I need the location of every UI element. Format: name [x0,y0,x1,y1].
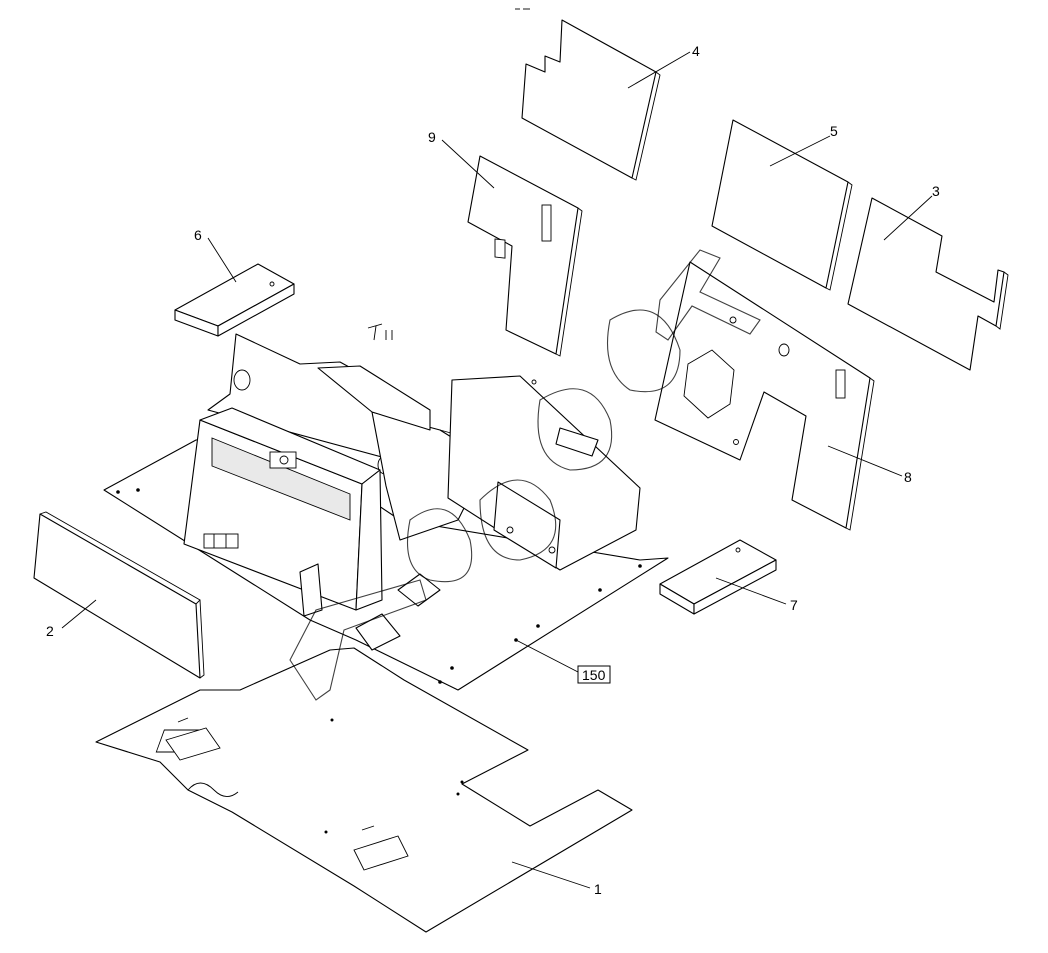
callout-8: 8 [904,469,912,485]
watermark-logo [289,249,761,701]
callout-2: 2 [46,623,54,639]
t-clips [367,323,393,341]
callout-3: 3 [932,183,940,199]
panel-8 [654,261,903,531]
callouts: 4 9 5 3 6 8 7 2 150 1 [46,43,940,897]
panel-2 [33,511,205,679]
callout-150: 150 [582,667,606,683]
panel-5 [711,119,853,291]
panel-4 [521,19,691,181]
callout-6: 6 [194,227,202,243]
block-6 [174,237,295,337]
callout-5: 5 [830,123,838,139]
callout-7: 7 [790,597,798,613]
panel-3 [847,195,1009,371]
callout-150-box [577,665,611,684]
callout-1: 1 [594,881,602,897]
block-7 [659,539,787,615]
callout-9: 9 [428,129,436,145]
floor-plate-1 [95,647,633,933]
panel-9 [441,139,583,357]
main-assembly [103,333,669,691]
callout-4: 4 [692,43,700,59]
